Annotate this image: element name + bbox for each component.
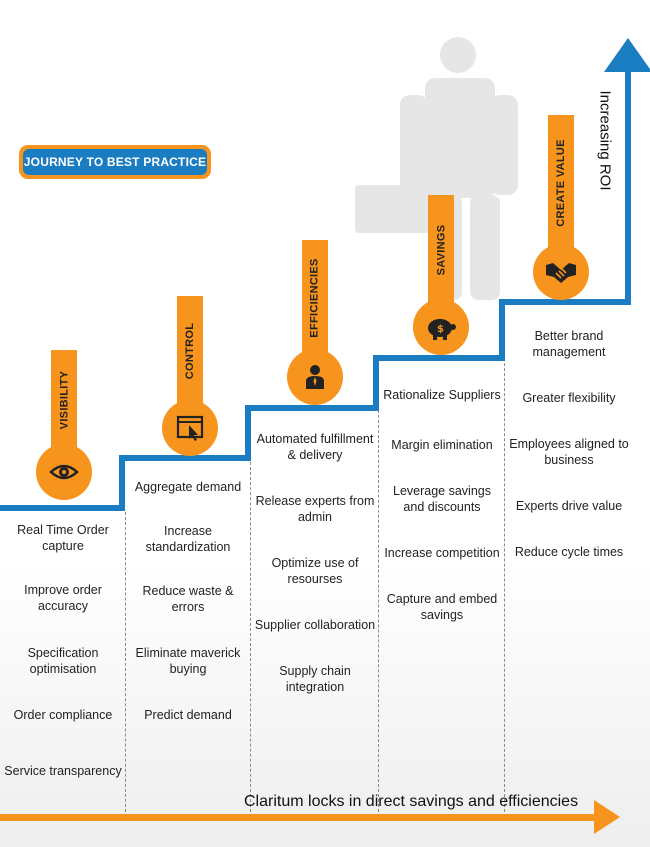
bottom-arrow-head [594,800,620,834]
stage-efficiencies-label-box: EFFICIENCIES [302,240,328,355]
businessman-icon [306,365,324,389]
journey-title: JOURNEY TO BEST PRACTICE [23,149,207,175]
list-item: Reduce waste & errors [142,584,234,614]
column-divider [504,308,505,812]
stage-create-value-circle [533,244,589,300]
list-item: Increase competition [384,546,500,560]
list-item: Automated fulfillment & delivery [256,432,374,462]
background-gradient [0,560,650,847]
stage-visibility-label-box: VISIBILITY [51,350,77,450]
stage-savings-circle: $ [413,299,469,355]
column-divider [250,462,251,812]
list-item: Eliminate maverick buying [135,646,241,676]
list-item: Margin elimination [391,438,493,452]
list-item: Increase standardization [145,524,231,554]
stage-savings-label-box: SAVINGS [428,195,454,305]
stage-create-value-list: Better brand management Greater flexibil… [507,328,631,588]
list-item: Supply chain integration [279,664,351,694]
journey-badge: JOURNEY TO BEST PRACTICE [19,145,211,179]
staircase-line [0,72,631,511]
piggy-bank-icon: $ [428,319,456,340]
list-item: Experts drive value [515,499,623,513]
bottom-arrow-label: Claritum locks in direct savings and eff… [244,793,579,810]
list-item: Supplier collaboration [254,618,376,632]
stage-efficiencies-circle [287,349,343,405]
stage-label: CREATE VALUE [555,138,567,227]
stage-label: SAVINGS [435,224,448,276]
list-item: Service transparency [4,764,122,778]
stage-label: VISIBILITY [58,370,70,430]
list-item: Specification optimisation [27,646,99,676]
roi-label: Increasing ROI [596,89,614,191]
list-item: Reduce cycle times [514,545,624,559]
column-divider [125,512,126,812]
stage-control-circle [162,400,218,456]
list-item: Improve order accuracy [24,583,102,613]
list-item: Predict demand [144,708,232,722]
roi-label-wrap: Increasing ROI [590,70,620,210]
stage-control-label-box: CONTROL [177,296,203,406]
column-divider [378,410,379,812]
bottom-arrow-shaft [0,814,600,821]
stage-label: CONTROL [184,322,197,380]
stage-create-value-label-box: CREATE VALUE [548,115,574,250]
list-item: Real Time Order capture [17,523,109,553]
list-item: Leverage savings and discounts [393,484,491,514]
stage-control-list: Aggregate demand Increase standardizatio… [128,479,248,751]
eye-icon [49,464,79,480]
roi-arrow-head [604,38,650,72]
list-item: Order compliance [13,708,113,722]
list-item: Rationalize Suppliers [383,388,501,402]
list-item: Release experts from admin [255,494,375,524]
list-item: Better brand management [532,329,606,359]
stage-visibility-circle [36,444,92,500]
stage-efficiencies-list: Automated fulfillment & delivery Release… [253,431,377,723]
list-item: Employees aligned to business [509,437,629,467]
stage-label: EFFICIENCIES [309,257,322,338]
handshake-icon [546,263,576,283]
svg-text:$: $ [437,324,444,335]
list-item: Optimize use of resourses [271,556,359,586]
stage-savings-list: Rationalize Suppliers Margin elimination… [381,387,503,651]
list-item: Greater flexibility [522,391,616,405]
browser-click-icon [176,415,204,441]
stage-visibility-list: Real Time Order capture Improve order ac… [4,522,122,807]
list-item: Aggregate demand [134,480,242,494]
list-item: Capture and embed savings [386,592,498,622]
